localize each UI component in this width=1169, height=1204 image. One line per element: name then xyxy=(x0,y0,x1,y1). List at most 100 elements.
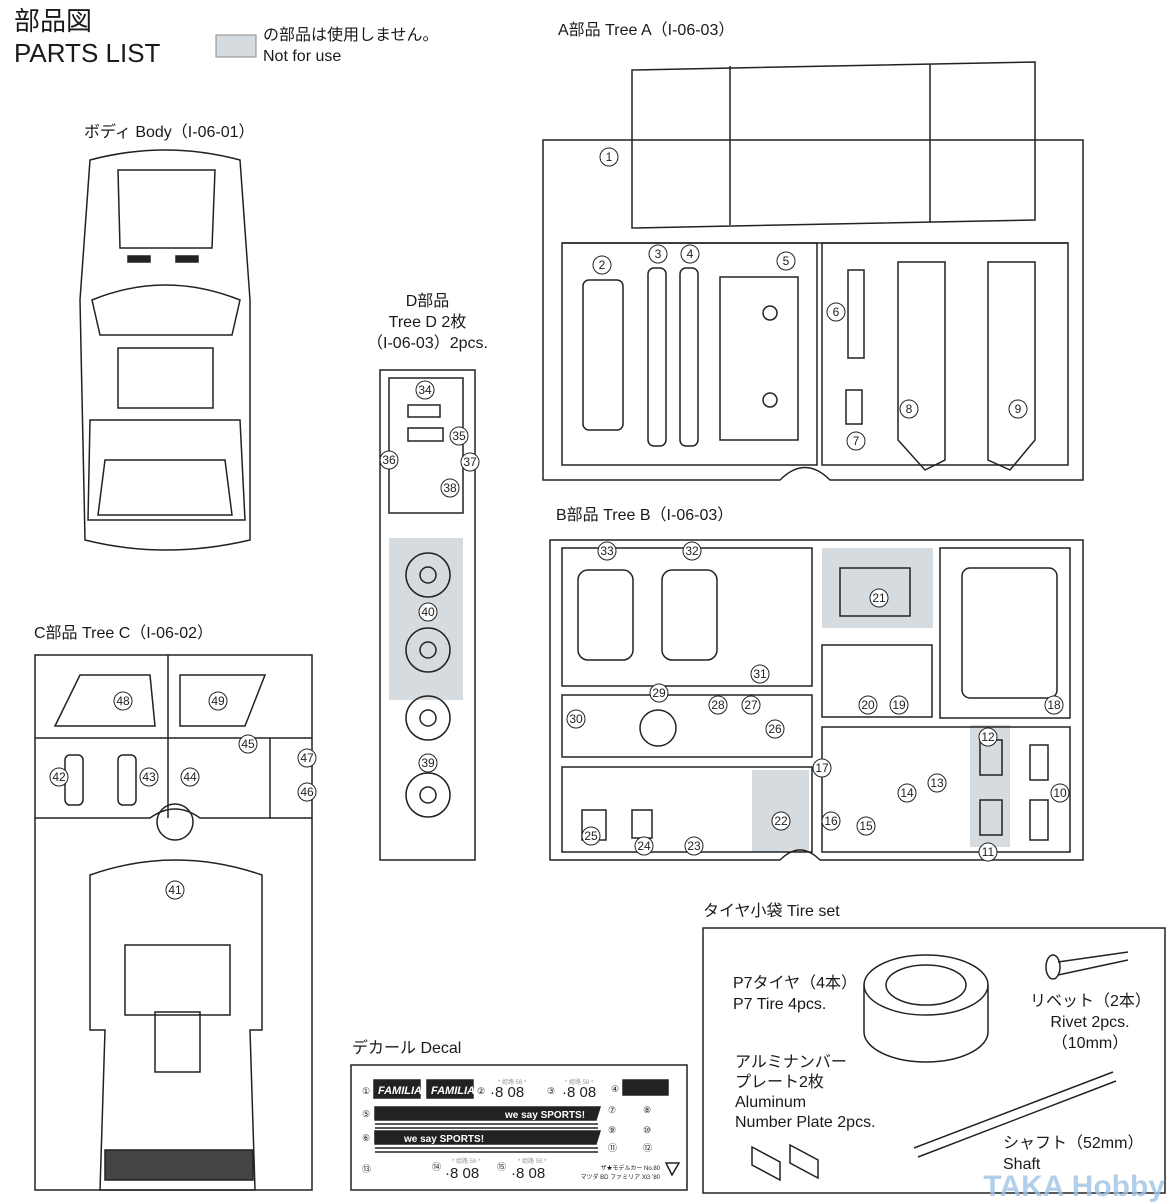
svg-text:18: 18 xyxy=(1047,698,1061,712)
decal-plate-top: * 姫路 58 * xyxy=(565,1078,594,1086)
decal-plate: ·8 08 xyxy=(511,1165,545,1182)
svg-text:40: 40 xyxy=(421,605,435,619)
part-number: 48 xyxy=(113,691,133,711)
svg-text:24: 24 xyxy=(637,839,651,853)
svg-text:30: 30 xyxy=(569,712,583,726)
decal-number: ⑧ xyxy=(643,1105,651,1115)
part-number: 36 xyxy=(379,450,399,470)
decal-number: ⑭ xyxy=(432,1162,441,1172)
svg-text:13: 13 xyxy=(930,776,944,790)
part-number: 24 xyxy=(634,836,654,856)
part-number: 40 xyxy=(418,602,438,622)
part-number: 16 xyxy=(821,811,841,831)
svg-text:48: 48 xyxy=(116,694,130,708)
tree-a-label: A部品 Tree A（I-06-03） xyxy=(558,22,735,39)
part-number: 5 xyxy=(776,251,796,271)
shaft-label: Shaft xyxy=(1003,1156,1041,1173)
part-number: 21 xyxy=(869,588,889,608)
part-number: 2 xyxy=(592,255,612,275)
decal-number: ① xyxy=(362,1086,370,1096)
tree-d-label-2: Tree D 2枚 xyxy=(388,314,467,331)
tree-d-frame xyxy=(379,369,476,861)
tree-c-frame xyxy=(34,654,313,1191)
part-number: 38 xyxy=(440,478,460,498)
watermark: TAKA Hobby xyxy=(983,1170,1165,1203)
part-number: 28 xyxy=(708,695,728,715)
svg-text:21: 21 xyxy=(872,591,886,605)
body-label: ボディ Body（I-06-01） xyxy=(84,124,255,141)
svg-text:7: 7 xyxy=(853,434,860,448)
tree-d-label-3: （I-06-03）2pcs. xyxy=(367,335,488,352)
decal-number: ⑫ xyxy=(643,1143,652,1153)
decal-product-1: ザ★モデルカー No.80 xyxy=(601,1164,661,1172)
plate-label-jp-1: アルミナンバー xyxy=(735,1054,847,1071)
decal-plate: ·8 08 xyxy=(562,1084,596,1101)
part-number: 27 xyxy=(741,695,761,715)
svg-text:10: 10 xyxy=(1053,786,1067,800)
svg-text:3: 3 xyxy=(655,247,662,261)
part-number: 18 xyxy=(1044,695,1064,715)
decal-plate-top: * 姫路 58 * xyxy=(518,1157,547,1165)
decal-label: デカール Decal xyxy=(352,1040,462,1057)
svg-text:22: 22 xyxy=(774,814,788,828)
part-number: 13 xyxy=(927,773,947,793)
tire-set-box xyxy=(702,927,1166,1194)
part-number: 43 xyxy=(139,767,159,787)
svg-text:26: 26 xyxy=(768,722,782,736)
part-number: 26 xyxy=(765,719,785,739)
svg-text:9: 9 xyxy=(1015,402,1022,416)
part-number: 25 xyxy=(581,826,601,846)
part-number: 19 xyxy=(889,695,909,715)
rivet-label: Rivet 2pcs. xyxy=(1050,1014,1130,1031)
rivet-size: （10mm） xyxy=(1051,1035,1129,1052)
svg-text:45: 45 xyxy=(241,737,255,751)
part-number: 3 xyxy=(648,244,668,264)
tree-c-label: C部品 Tree C（I-06-02） xyxy=(34,625,214,642)
svg-text:19: 19 xyxy=(892,698,906,712)
part-number: 33 xyxy=(597,541,617,561)
part-number: 23 xyxy=(684,836,704,856)
part-number: 39 xyxy=(418,753,438,773)
svg-text:32: 32 xyxy=(685,544,699,558)
plate-label-2: Number Plate 2pcs. xyxy=(735,1114,876,1131)
decal-sports: we say SPORTS! xyxy=(504,1110,585,1121)
decal-number: ⑨ xyxy=(608,1125,616,1135)
part-number: 4 xyxy=(680,244,700,264)
part-number: 17 xyxy=(812,758,832,778)
svg-text:39: 39 xyxy=(421,756,435,770)
part-number: 10 xyxy=(1050,783,1070,803)
svg-text:46: 46 xyxy=(300,785,314,799)
part-number: 9 xyxy=(1008,399,1028,419)
svg-text:17: 17 xyxy=(815,761,829,775)
part-number: 31 xyxy=(750,664,770,684)
rivet-label-jp: リベット（2本） xyxy=(1030,993,1151,1010)
decal-number: ⑪ xyxy=(608,1143,617,1153)
part-number: 44 xyxy=(180,767,200,787)
part-number: 1 xyxy=(599,147,619,167)
tree-b-label: B部品 Tree B（I-06-03） xyxy=(556,507,734,524)
svg-text:23: 23 xyxy=(687,839,701,853)
svg-text:11: 11 xyxy=(982,845,995,859)
plate-label-1: Aluminum xyxy=(735,1094,807,1111)
page-title: PARTS LIST xyxy=(14,38,161,68)
svg-text:4: 4 xyxy=(687,247,694,261)
tire-label: P7 Tire 4pcs. xyxy=(733,996,827,1013)
decal-number: ⑦ xyxy=(608,1105,616,1115)
svg-text:12: 12 xyxy=(981,730,995,744)
svg-text:37: 37 xyxy=(463,455,477,469)
svg-text:42: 42 xyxy=(52,770,66,784)
svg-text:34: 34 xyxy=(418,383,432,397)
decal-number: ② xyxy=(477,1086,485,1096)
svg-text:20: 20 xyxy=(861,698,875,712)
svg-text:29: 29 xyxy=(652,686,666,700)
svg-text:31: 31 xyxy=(753,667,767,681)
part-number: 7 xyxy=(846,431,866,451)
svg-text:36: 36 xyxy=(382,453,396,467)
svg-text:28: 28 xyxy=(711,698,725,712)
svg-text:49: 49 xyxy=(211,694,225,708)
part-number: 47 xyxy=(297,748,317,768)
part-number: 45 xyxy=(238,734,258,754)
decal-familia: FAMILIA xyxy=(378,1085,422,1097)
svg-text:16: 16 xyxy=(824,814,838,828)
